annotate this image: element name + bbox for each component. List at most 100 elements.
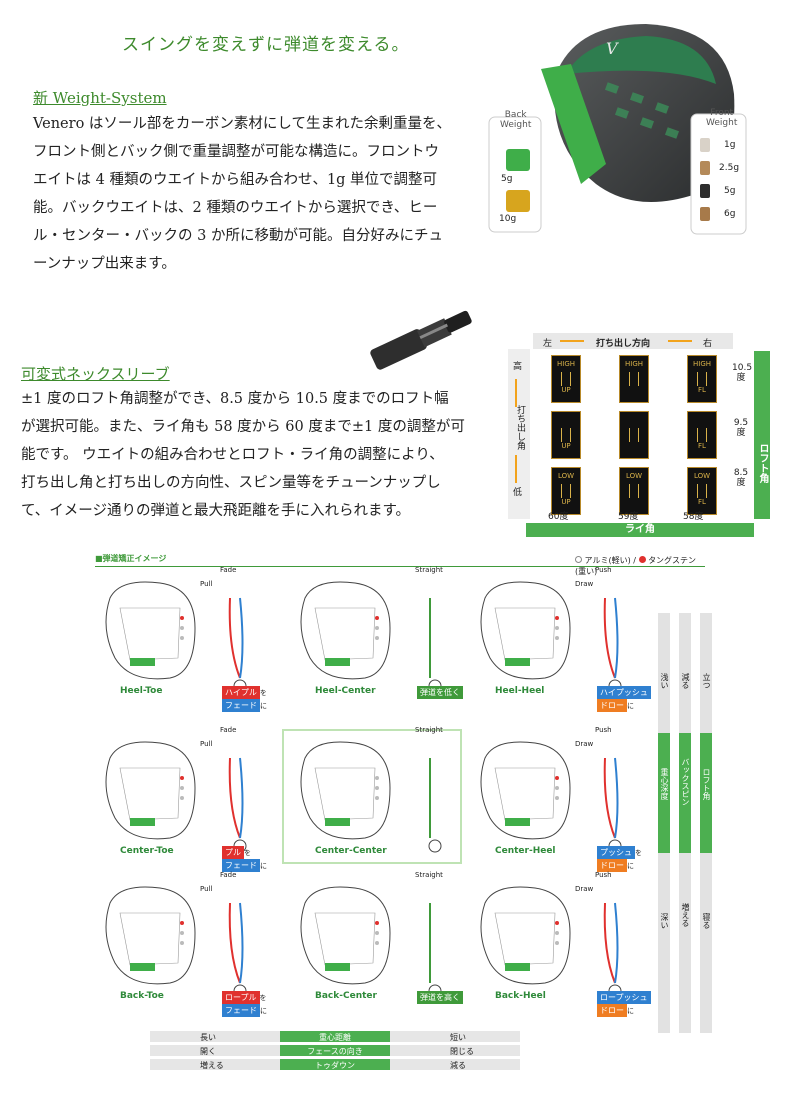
front-weight-item: 6g (724, 209, 736, 219)
club-head-figure: V Back Weight 5g 10g Front Weight 1g 2.5… (486, 14, 781, 236)
front-weight-label-line: Weight (706, 118, 738, 128)
tag-primary: ロープッシュ (597, 991, 651, 1004)
scale-center: トゥダウン (315, 1061, 355, 1070)
sleeve-illustration (370, 310, 472, 370)
direction-right: 右 (703, 339, 713, 349)
cell-top (552, 416, 580, 428)
shot-label-2: Straight (415, 726, 443, 734)
front-weight-1g-icon (700, 138, 710, 152)
club-position-label: Center-Heel (495, 846, 556, 856)
club-position-label: Heel-Center (315, 686, 376, 696)
sleeve-body-line: が選択可能。また、ライ角も 58 度から 60 度まで±1 度の調整が可 (21, 419, 465, 435)
club-head-outline-icon (300, 581, 442, 693)
club-head-illustration: V (488, 24, 747, 235)
tag-particle: に (627, 1007, 634, 1015)
lie-value: 60度 (548, 512, 569, 522)
side-col1-mid: 重心深度 (660, 768, 669, 800)
headline: スイングを変えずに弾道を変える。 (122, 35, 410, 55)
tag-primary: ハイプッシュ (597, 686, 651, 699)
center-selection-box (282, 729, 462, 864)
club-diagram: Heel-HeelDrawPushハイプッシュをドローに (475, 566, 655, 713)
tag-particle: に (260, 1007, 267, 1015)
shot-label-2: Push (595, 726, 612, 734)
back-weight-10g-icon (506, 190, 530, 212)
front-weight-item: 2.5g (719, 163, 740, 173)
launch-high: 高 (513, 362, 523, 372)
direction-arrow-right-icon (668, 340, 692, 342)
tag-secondary: フェード (222, 1004, 260, 1017)
shot-label-1: Draw (575, 740, 594, 748)
sleeve-body-line: ±1 度のロフト角調整ができ、8.5 度から 10.5 度までのロフト幅 (21, 391, 449, 407)
loft-lie-cell (619, 411, 649, 459)
cell-mark-icon (629, 428, 639, 442)
trajectory-legend: アルミ(軽い) / タングステン(重い) (575, 555, 705, 577)
front-weight-6g-icon (700, 207, 710, 221)
loft-value: 9.5 度 (733, 418, 749, 438)
shot-label-2: Straight (415, 871, 443, 879)
cell-mark-icon (561, 428, 571, 442)
correction-tag: プルを (222, 846, 251, 859)
sleeve-section-title: 可変式ネックスリーブ (21, 365, 170, 383)
cell-top: HIGH (692, 360, 712, 368)
tag-primary: 弾道を低く (417, 686, 463, 699)
launch-low: 低 (513, 488, 523, 498)
scale-right: 閉じる (450, 1047, 474, 1056)
cell-mark-icon (697, 372, 707, 386)
correction-tag: 弾道を高く (417, 991, 463, 1004)
club-position-label: Center-Toe (120, 846, 174, 856)
direction-label: 打ち出し方向 (596, 339, 651, 349)
tag-particle: に (260, 702, 267, 710)
tag-secondary: ドロー (597, 699, 627, 712)
loft-lie-cell: UP (551, 411, 581, 459)
tag-secondary: フェード (222, 699, 260, 712)
scale-left: 開く (200, 1047, 216, 1056)
tag-particle: を (635, 849, 642, 857)
loft-lie-cell: LOW (619, 467, 649, 515)
cell-bottom: FL (698, 442, 706, 450)
weight-body-line: ーンナップ出来ます。 (33, 256, 176, 272)
cell-mark-icon (561, 372, 571, 386)
tag-particle: に (627, 862, 634, 870)
cell-bottom: FL (698, 498, 706, 506)
side-col2-bot: 増える (681, 903, 690, 927)
tag-secondary: ドロー (597, 1004, 627, 1017)
tag-particle: に (627, 702, 634, 710)
correction-tag: ドローに (597, 859, 634, 872)
shot-label-2: Push (595, 566, 612, 574)
correction-tag: ドローに (597, 1004, 634, 1017)
back-weight-item: 5g (501, 174, 513, 184)
bottom-scale-row: 長い 重心距離 短い (150, 1031, 520, 1042)
lie-axis-label: ライ角 (526, 523, 754, 537)
direction-arrow-left-icon (560, 340, 584, 342)
cell-top: LOW (557, 472, 575, 480)
back-weight-label-line: Weight (500, 120, 532, 130)
shot-label-2: Fade (220, 566, 237, 574)
tag-particle: に (260, 862, 267, 870)
club-head-outline-icon (105, 741, 247, 853)
scale-left: 増える (200, 1061, 224, 1070)
club-diagram: Back-HeelDrawPushロープッシュをドローに (475, 871, 655, 1018)
head-brand-text: V (606, 39, 619, 58)
shot-label-1: Pull (200, 885, 213, 893)
trajectory-title: ■弾道矯正イメージ (95, 554, 167, 563)
weight-body-line: Venero はソール部をカーボン素材にして生まれた余剰重量を、 (33, 116, 451, 132)
cell-bottom (620, 386, 648, 398)
cell-mark-icon (629, 484, 639, 498)
cell-mark-icon (629, 372, 639, 386)
club-head-outline-icon (300, 741, 442, 853)
lie-value: 59度 (618, 512, 639, 522)
front-weight-label: Front Weight (706, 108, 737, 128)
front-weight-item: 5g (724, 186, 736, 196)
tag-particle: を (244, 849, 251, 857)
club-head-outline-icon (480, 741, 622, 853)
side-col3-bot: 寝る (702, 913, 711, 929)
cell-bottom: UP (561, 386, 571, 394)
cell-top: HIGH (556, 360, 576, 368)
club-head-outline-icon (105, 581, 247, 693)
side-col3-top: 立つ (702, 673, 711, 689)
